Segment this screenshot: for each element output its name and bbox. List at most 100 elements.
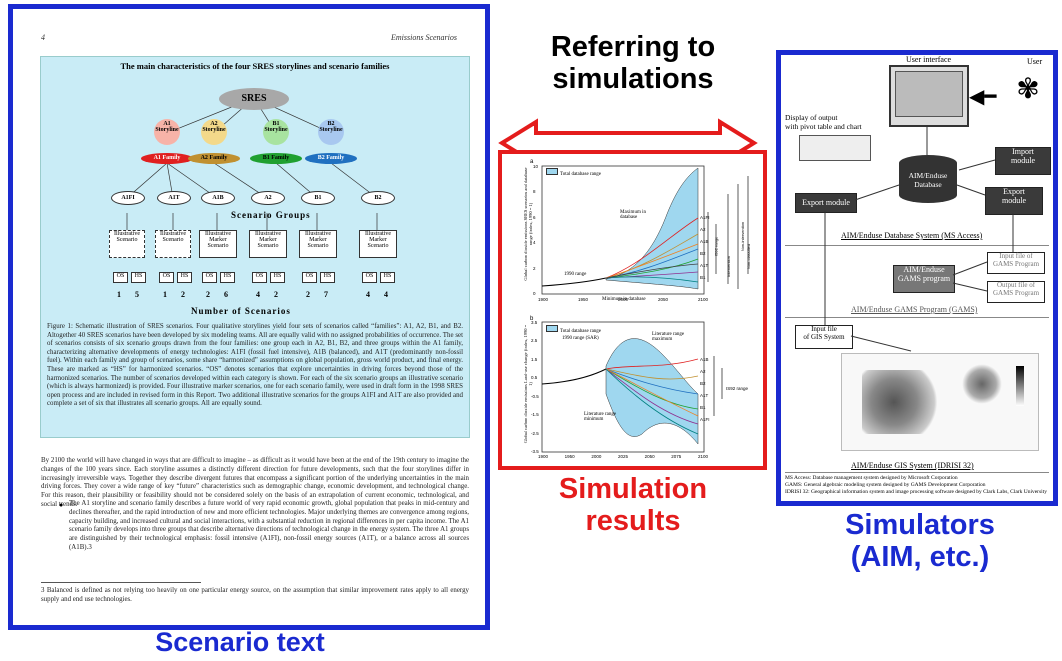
os-hs-box: HS (177, 272, 192, 283)
x-tick: 1950 (577, 297, 588, 302)
illustrative-box-a1b: Illustrative Marker Scenario (199, 230, 237, 258)
os-hs-box: OS (113, 272, 128, 283)
x-tick: 2000 (617, 297, 628, 302)
series-label: B1 (700, 275, 706, 280)
y-tick: 6 (533, 214, 536, 220)
storyline-a2: A2 Storyline (201, 119, 227, 145)
gis-map (841, 353, 1039, 451)
label-simulators: Simulators (AIM, etc.) (845, 509, 995, 573)
family-a2: A2 Family (188, 153, 240, 164)
series-label: A2 (700, 227, 706, 232)
input-gis-box: Input file of GIS System (795, 325, 853, 349)
x-tick: 1900 (538, 454, 549, 459)
x-tick: 2100 (697, 297, 708, 302)
bullet-dot: ● (59, 501, 64, 509)
gams-program-box: AIM/Enduse GAMS program (893, 265, 955, 293)
database-system-label: AIM/Enduse Database System (MS Access) (841, 231, 983, 240)
os-hs-box: HS (270, 272, 285, 283)
series-label: A1FI (700, 417, 710, 422)
note-gams: GAMS: General algebraic modeling system … (785, 482, 986, 488)
note-ms-access: MS Access: Database management system de… (785, 475, 958, 481)
y-label-a: Global carbon dioxide emissions SRES sce… (523, 167, 533, 281)
legend-b: Total database range (546, 325, 601, 334)
x-tick: 2025 (617, 454, 628, 459)
panel-a-label: a (530, 159, 534, 165)
user-arrow: ◀━ (969, 86, 997, 108)
y-tick: 8 (533, 189, 536, 195)
body-paragraph: By 2100 the world will have changed in w… (41, 457, 469, 508)
x-tick: 2050 (644, 454, 655, 459)
range-label: Non-classified (746, 243, 752, 270)
x-tick: 2000 (591, 454, 602, 459)
user-interface-label: User interface (906, 55, 952, 64)
series-label: A1T (700, 263, 709, 268)
figure-title: The main characteristics of the four SRE… (120, 61, 390, 71)
user-label: User (1027, 57, 1043, 66)
y-tick: 3.5 (531, 320, 538, 325)
y-tick: -1.5 (531, 412, 539, 418)
range-label: IS92 range (713, 236, 719, 257)
family-b1: B1 Family (250, 153, 302, 164)
illustrative-box-b1: Illustrative Marker Scenario (299, 230, 337, 258)
y-tick: 4 (533, 240, 536, 246)
x-tick: 2075 (671, 454, 682, 459)
y-tick: -3.5 (531, 448, 539, 454)
max-in-database: Maximum in database (620, 210, 646, 220)
series-label: A1B (700, 357, 709, 362)
range-label-b: IS92 range (726, 386, 749, 391)
simulators-frame: User interface User ✾ ◀━ Display of outp… (776, 50, 1058, 506)
figure-panel: The main characteristics of the four SRE… (40, 56, 470, 438)
legend-a: Total database range (546, 168, 601, 177)
family-b2: B2 Family (305, 153, 357, 164)
y-tick: -2.5 (531, 430, 539, 436)
group-a1t: A1T (157, 191, 191, 205)
storyline-a1: A1 Storyline (154, 119, 180, 145)
scenario-count: 4 (256, 290, 260, 299)
y-tick: 0.5 (531, 375, 538, 381)
series-label: A1FI (700, 215, 710, 220)
emissions-charts (541, 165, 749, 453)
gams-system-rule (785, 317, 1049, 318)
group-a2: A2 (251, 191, 285, 205)
scenario-count: 1 (117, 290, 121, 299)
scenario-count: 2 (206, 290, 210, 299)
user-icon: ✾ (1016, 73, 1040, 104)
x-ticks-b: 1900 1950 2000 2025 2050 2075 2100 (538, 454, 708, 459)
note-idrisi: IDRISI 32: Geographical information syst… (785, 489, 1047, 495)
sres-root-node: SRES (219, 88, 289, 110)
y-tick: 1.5 (531, 356, 538, 362)
scenario-count: 7 (324, 290, 328, 299)
import-module-box: Import module (995, 147, 1051, 175)
figure-caption: Figure 1: Schematic illustration of SRES… (47, 323, 463, 408)
series-label: B2 (700, 381, 706, 386)
scenario-count: 4 (366, 290, 370, 299)
os-hs-box: OS (159, 272, 174, 283)
footnote-rule (41, 582, 201, 583)
range-1990-a: 1990 range (564, 272, 587, 277)
export-module-left-box: Export module (795, 193, 857, 213)
scenario-groups-label: Scenario Groups (231, 210, 311, 220)
x-tick: 2100 (697, 454, 708, 459)
x-tick: 1950 (564, 454, 575, 459)
series-label: A2 (700, 369, 706, 374)
export-module-right-box: Export module (985, 187, 1043, 215)
os-hs-box: OS (362, 272, 377, 283)
min-in-database: Minimum in database (602, 297, 646, 302)
range-label: Non-intervention (740, 221, 746, 252)
scenario-count: 2 (306, 290, 310, 299)
label-scenario-text: Scenario text (155, 627, 325, 657)
os-hs-box: HS (220, 272, 235, 283)
scenario-count: 2 (181, 290, 185, 299)
os-hs-box: HS (380, 272, 395, 283)
series-label: B1 (700, 405, 706, 410)
database-cylinder (899, 155, 957, 203)
literature-min: Literature range minimum (584, 412, 617, 422)
label-simulation-results: Simulation results (558, 473, 708, 537)
y-tick: 2 (533, 265, 536, 271)
scenario-document-frame: 4 Emissions Scenarios The main character… (8, 4, 490, 630)
